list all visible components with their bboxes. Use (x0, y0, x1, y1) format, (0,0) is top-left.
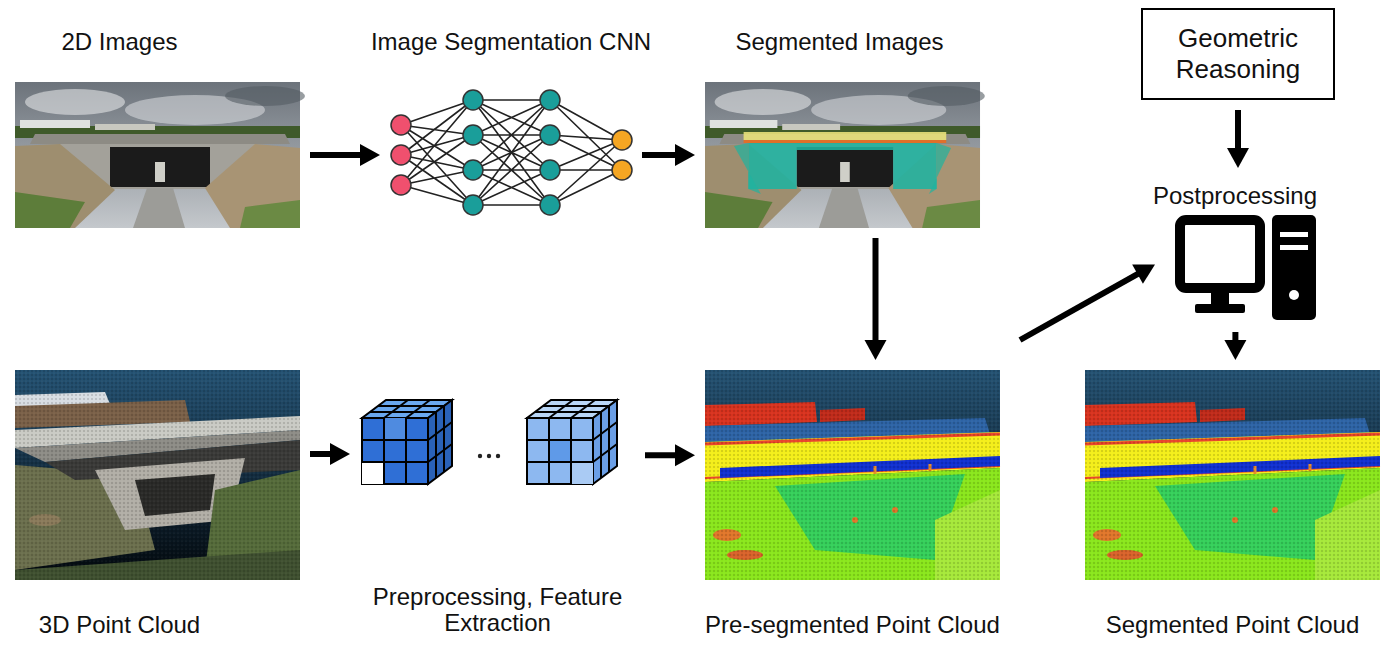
image-node: 2D Images (15, 82, 300, 228)
caption-label: 3D Point Cloud (39, 611, 200, 639)
segmented-cloud-part (1085, 370, 1380, 580)
feature-cubes-part (549, 440, 571, 462)
feature-cubes-part (487, 454, 491, 458)
arrow-line (642, 152, 679, 158)
photo-2d-images (15, 82, 305, 228)
computer-icon-part (1280, 245, 1308, 250)
arrow-head (675, 444, 695, 466)
feature-cubes-part (527, 400, 617, 484)
point-cloud-node: Pre-segmented Point Cloud (705, 370, 1000, 580)
image-node: Segmented Images (705, 82, 980, 228)
photo-2d-images-part (15, 82, 305, 228)
computer-node: Postprocessing (1165, 178, 1325, 322)
cnn-icon-part (540, 90, 560, 110)
caption-label: Segmented Images (735, 28, 943, 56)
caption-label: 2D Images (61, 28, 177, 56)
feature-cubes (362, 400, 617, 484)
feature-cubes-part (496, 454, 500, 458)
arrow-line (1235, 110, 1241, 152)
feature-cubes-part (362, 462, 384, 484)
segmented-photo-part (748, 143, 936, 189)
cnn-icon-part (391, 145, 411, 165)
arrow-head (1224, 340, 1246, 360)
caption-label: Image Segmentation CNN (371, 28, 651, 56)
arrow-line (873, 238, 879, 344)
arrow-head (865, 340, 887, 360)
feature-cubes-part (362, 418, 428, 484)
cnn-icon-part (463, 90, 483, 110)
cnn-icon-part (463, 160, 483, 180)
computer-icon-part (1195, 304, 1245, 313)
arrow-line (1020, 272, 1141, 340)
arrow-line (645, 452, 679, 458)
point-cloud-3d (15, 370, 300, 580)
flow-arrow (1224, 332, 1246, 360)
cnn-icon-part (463, 125, 483, 145)
flow-arrow (645, 444, 695, 466)
arrow-head (360, 144, 380, 166)
cnn-icon-part (391, 175, 411, 195)
flow-arrow (1020, 264, 1155, 340)
caption-label: Postprocessing (1153, 182, 1317, 210)
arrow-line (310, 152, 364, 158)
feature-cubes-part (362, 400, 452, 484)
flow-arrow (310, 144, 380, 166)
cnn-icon-part (540, 125, 560, 145)
feature-node: Preprocessing, Feature Extraction (360, 398, 635, 486)
arrow-head (675, 144, 695, 166)
arrow-head (1132, 264, 1155, 283)
computer-icon-part (1289, 290, 1299, 300)
flow-arrow (1227, 110, 1249, 168)
box-label: Geometric Reasoning (1153, 23, 1323, 85)
cnn-icon (391, 90, 632, 215)
computer-icon-part (1180, 220, 1260, 288)
flow-arrow (310, 443, 350, 465)
segmented-photo-part (734, 143, 761, 194)
point-cloud-3d-part (15, 370, 300, 580)
cnn-icon-part (540, 195, 560, 215)
cnn-node: Image Segmentation CNN (390, 82, 632, 228)
feature-cubes-part (478, 454, 482, 458)
cnn-icon-part (612, 130, 632, 150)
computer-icon-part (1272, 215, 1316, 320)
computer-icon (1180, 215, 1316, 320)
segmented-photo-part (705, 82, 985, 228)
feature-cubes-part (527, 418, 593, 484)
cnn-icon-part (401, 100, 622, 205)
computer-icon-part (1280, 232, 1308, 237)
segmented-photo (705, 82, 985, 228)
point-cloud-3d-part (15, 370, 300, 580)
pre-segmented-cloud (705, 370, 1000, 580)
feature-cubes-part (571, 462, 593, 484)
segmented-photo-part (744, 140, 947, 143)
caption-label: Segmented Point Cloud (1106, 611, 1360, 639)
point-cloud-node: 3D Point Cloud (15, 370, 300, 580)
segmented-photo-part (744, 132, 947, 140)
process-box: Geometric Reasoning (1141, 8, 1335, 100)
cnn-icon-part (612, 160, 632, 180)
segmented-cloud (1085, 370, 1380, 580)
cnn-icon-part (391, 115, 411, 135)
feature-cubes-part (384, 418, 406, 440)
cnn-icon-part (463, 195, 483, 215)
flow-arrow (642, 144, 695, 166)
arrow-head (1227, 148, 1249, 168)
computer-icon-part (1211, 292, 1229, 306)
caption-label: Pre-segmented Point Cloud (705, 611, 1000, 639)
caption-label: Preprocessing, Feature Extraction (368, 584, 628, 636)
flow-arrow (865, 238, 887, 360)
pre-segmented-cloud-part (705, 370, 1000, 580)
arrow-head (330, 443, 350, 465)
point-cloud-node: Segmented Point Cloud (1085, 370, 1380, 580)
cnn-icon-part (540, 160, 560, 180)
segmented-photo-part (929, 143, 951, 194)
